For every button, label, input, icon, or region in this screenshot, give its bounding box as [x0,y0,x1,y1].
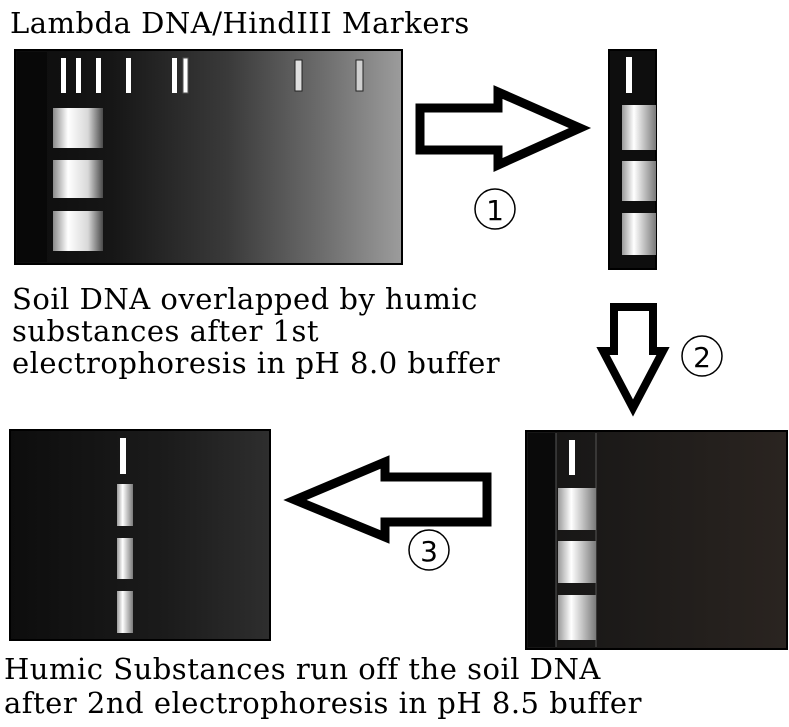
soil-dna-band [558,488,596,530]
marker-band [61,58,66,93]
step-3-circle [408,529,450,571]
soil-dna-band [622,105,656,150]
marker-band [120,438,126,474]
caption-top-line-1: Soil DNA overlapped by humic [12,282,478,316]
soil-dna-band [558,541,596,583]
step-2-circle [681,335,723,377]
arrow-step-1: 1 [415,85,592,230]
soil-dna-band [53,108,103,148]
marker-band [96,58,101,93]
step-1-circle [474,188,516,230]
gel-final [9,429,271,641]
arrow-step-3: 3 [283,455,492,571]
soil-dna-band [117,538,133,579]
soil-dna-band [558,595,596,640]
soil-dna-band [622,213,656,255]
marker-band [182,57,189,94]
step-2-label: 2 [693,341,711,374]
gel-3 [525,430,788,650]
caption-bottom-line-2: after 2nd electrophoresis in pH 8.5 buff… [4,686,642,720]
gel-slice [608,49,657,270]
step-1-label: 1 [486,194,504,227]
marker-band [626,57,632,93]
diagram-title: Lambda DNA/HindIII Markers [10,6,470,40]
soil-dna-band [117,591,133,633]
soil-dna-band [53,160,103,198]
marker-band [355,59,364,92]
marker-band [569,440,575,475]
soil-dna-band [53,211,103,251]
marker-band [126,58,131,93]
arrow-step-2: 2 [596,303,723,417]
marker-band [76,58,81,93]
marker-band [294,59,303,92]
gel-1 [14,49,403,265]
caption-bottom-line-1: Humic Substances run off the soil DNA [4,652,601,686]
marker-band [172,58,177,93]
caption-top-line-2: substances after 1st [12,314,320,348]
step-3-label: 3 [420,535,438,568]
soil-dna-band [622,161,656,201]
soil-dna-band [117,484,133,526]
caption-top-line-3: electrophoresis in pH 8.0 buffer [12,346,501,380]
